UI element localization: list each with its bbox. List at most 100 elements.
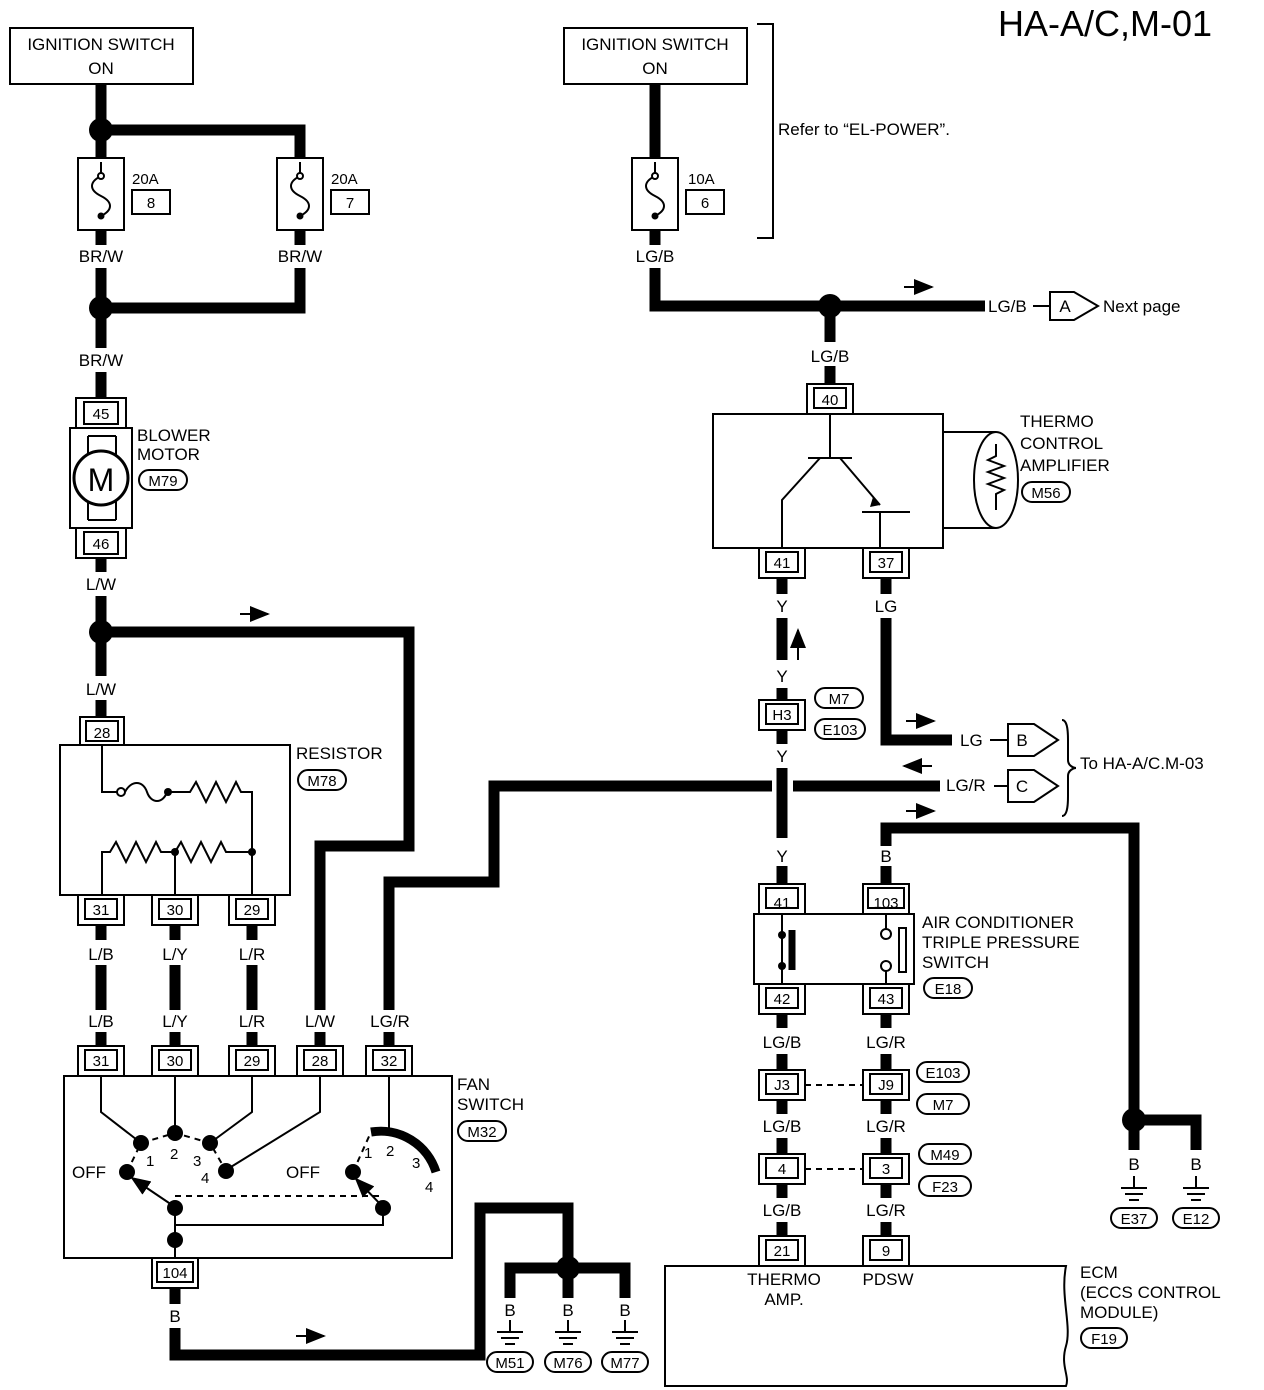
wire-label: BR/W	[79, 351, 123, 370]
connector-h3: H3 M7 E103	[758, 687, 866, 740]
svg-text:ON: ON	[642, 59, 668, 78]
ignition-switch-left: IGNITION SWITCH ON	[9, 27, 194, 85]
svg-text:PDSW: PDSW	[863, 1270, 914, 1289]
svg-text:B: B	[504, 1301, 515, 1320]
svg-text:M51: M51	[495, 1355, 524, 1372]
svg-text:21: 21	[774, 1243, 791, 1260]
svg-text:4: 4	[425, 1179, 433, 1196]
svg-text:C: C	[1016, 777, 1028, 796]
svg-text:28: 28	[94, 725, 111, 742]
svg-text:M77: M77	[610, 1355, 639, 1372]
wire-label: LG/B	[811, 347, 850, 366]
svg-text:29: 29	[244, 902, 261, 919]
svg-text:M49: M49	[930, 1147, 959, 1164]
wire-label: LG/B	[763, 1033, 802, 1052]
svg-text:SWITCH: SWITCH	[922, 953, 989, 972]
svg-text:E12: E12	[1183, 1211, 1210, 1228]
wire-label: LG	[875, 597, 898, 616]
svg-text:4: 4	[201, 1170, 209, 1187]
svg-text:30: 30	[167, 1053, 184, 1070]
wire-label: L/R	[239, 945, 265, 964]
joint-connectors-j3-j9: J3 J9 E103 M7	[758, 1061, 970, 1115]
svg-text:41: 41	[774, 895, 791, 912]
svg-text:28: 28	[312, 1053, 329, 1070]
svg-text:J9: J9	[878, 1077, 894, 1094]
svg-text:M79: M79	[148, 473, 177, 490]
wire-label: BR/W	[278, 247, 322, 266]
wire-label: LG	[960, 731, 983, 750]
svg-text:2: 2	[170, 1146, 178, 1163]
svg-text:37: 37	[878, 555, 895, 572]
thermo-control-amplifier: 40 THERMO CONTROL AMPLIFIER M56 41 37	[712, 383, 1110, 579]
ground-m76: B M76	[544, 1301, 592, 1373]
svg-text:OFF: OFF	[286, 1163, 320, 1182]
svg-text:3: 3	[882, 1161, 890, 1178]
page-title: HA-A/C,M-01	[998, 3, 1212, 44]
wire-label: L/W	[86, 575, 116, 594]
svg-text:M32: M32	[467, 1124, 496, 1141]
svg-text:B: B	[619, 1301, 630, 1320]
svg-text:32: 32	[381, 1053, 398, 1070]
wire-label: LG/R	[866, 1201, 906, 1220]
ground-e12: B E12	[1172, 1155, 1220, 1229]
wire-label: LG/R	[866, 1033, 906, 1052]
svg-text:A: A	[1059, 297, 1071, 316]
svg-text:M76: M76	[553, 1355, 582, 1372]
svg-text:104: 104	[162, 1265, 187, 1282]
resistor: 28 RESISTOR M78 31 30 29	[59, 716, 383, 926]
wire-label: L/W	[86, 680, 116, 699]
wire-label: L/W	[305, 1012, 335, 1031]
svg-text:9: 9	[882, 1243, 890, 1260]
svg-text:E18: E18	[935, 981, 962, 998]
wire-label: B	[880, 847, 891, 866]
svg-text:AIR CONDITIONER: AIR CONDITIONER	[922, 913, 1074, 932]
ground-m77: B M77	[601, 1301, 649, 1373]
fuse-7: 20A 7	[276, 157, 370, 231]
fuse-6: 10A 6	[631, 157, 725, 231]
svg-text:B: B	[1016, 731, 1027, 750]
svg-text:40: 40	[822, 392, 839, 409]
svg-text:M78: M78	[307, 773, 336, 790]
svg-text:B: B	[1190, 1155, 1201, 1174]
joint-connectors-4-3: 4 3 M49 F23	[758, 1143, 972, 1197]
svg-text:46: 46	[93, 536, 110, 553]
wire-label: L/R	[239, 1012, 265, 1031]
svg-text:MODULE): MODULE)	[1080, 1303, 1158, 1322]
svg-text:42: 42	[774, 991, 791, 1008]
connector-a: A Next page	[1049, 291, 1181, 321]
wire-label: B	[169, 1307, 180, 1326]
svg-text:BLOWER: BLOWER	[137, 426, 211, 445]
svg-text:103: 103	[873, 895, 898, 912]
wire-label: Y	[776, 747, 787, 766]
svg-text:H3: H3	[772, 707, 791, 724]
svg-text:F23: F23	[932, 1179, 958, 1196]
svg-text:8: 8	[147, 195, 155, 212]
svg-text:THERMO: THERMO	[747, 1270, 821, 1289]
svg-text:SWITCH: SWITCH	[457, 1095, 524, 1114]
svg-text:E103: E103	[925, 1065, 960, 1082]
ignition-switch-right: IGNITION SWITCH ON	[563, 27, 748, 85]
svg-text:MOTOR: MOTOR	[137, 445, 200, 464]
wire-label: LG/R	[370, 1012, 410, 1031]
svg-text:Next page: Next page	[1103, 297, 1181, 316]
wire-label: L/B	[88, 1012, 114, 1031]
svg-text:10A: 10A	[688, 171, 715, 188]
svg-text:30: 30	[167, 902, 184, 919]
svg-text:(ECCS CONTROL: (ECCS CONTROL	[1080, 1283, 1221, 1302]
svg-text:FAN: FAN	[457, 1075, 490, 1094]
wire-label: L/Y	[162, 1012, 188, 1031]
fuse-8: 20A 8	[77, 130, 171, 231]
ecm: 21 9 THERMO AMP. PDSW ECM (ECCS CONTROL …	[664, 1235, 1221, 1387]
svg-text:ON: ON	[88, 59, 114, 78]
ground-e37: B E37	[1110, 1155, 1158, 1229]
svg-text:45: 45	[93, 406, 110, 423]
svg-text:41: 41	[774, 555, 791, 572]
wire-label: LG/B	[636, 247, 675, 266]
fan-switch: 31 30 29 28 32 1 2 3 4 OFF 1 2 3	[63, 1045, 524, 1289]
to-reference: To HA-A/C.M-03	[1080, 754, 1204, 773]
wire-label: LG/B	[988, 297, 1027, 316]
svg-text:29: 29	[244, 1053, 261, 1070]
svg-text:AMPLIFIER: AMPLIFIER	[1020, 456, 1110, 475]
svg-text:43: 43	[878, 991, 895, 1008]
svg-text:M: M	[88, 462, 115, 498]
